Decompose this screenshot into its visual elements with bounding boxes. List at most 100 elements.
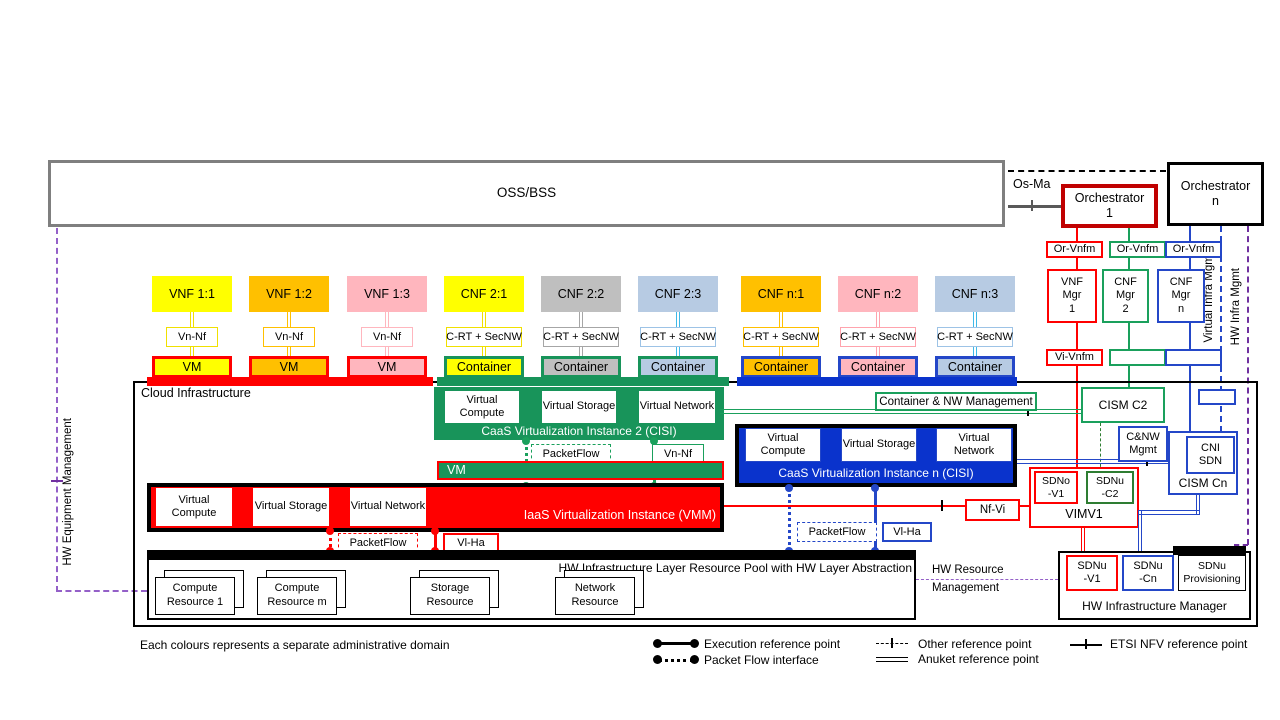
caas2-vnnf-top-dot [650,437,658,445]
iaas-packetflow-top-dot [326,527,334,535]
oss-bss-label: OSS/BSS [496,185,557,201]
iaas-vlha-line [434,531,437,553]
nf-vi-label: Nf-Vi [965,499,1020,521]
legend-execution-label: Execution reference point [704,637,841,651]
hw-abstraction-bar [147,550,916,559]
container-2-3-box: Container [638,356,718,378]
sdno-v1-box: SDNo-V1 [1034,471,1078,504]
container-n-1-box: Container [741,356,821,378]
other-ref-tick [891,638,893,648]
sdnu-provisioning-bar [1173,546,1246,555]
container-nw-mgmt-label: Container & NW Management [875,392,1037,411]
vi-vnfm-blue-empty-box [1165,349,1222,366]
vn-nf-label-3: Vn-Nf [361,327,413,347]
virtual-infra-empty-blue-box [1198,389,1236,405]
os-ma-line [1008,205,1061,208]
caas2-packetflow-top-dot [522,437,530,445]
caas2-virtual-network-box: Virtual Network [638,390,716,424]
hw-infra-mgmt-dashed-elbow [1234,544,1248,546]
hw-equipment-mgmt-label: HW Equipment Management [62,418,74,566]
compute-resource-m-box: Compute Resource m [257,577,337,615]
sdnu-v1-box: SDNu-V1 [1066,555,1118,591]
vn-nf-label-2: Vn-Nf [263,327,315,347]
caas2-label: CaaS Virtualization Instance 2 (CISI) [481,424,677,438]
anuket-blue-line [1017,459,1168,464]
hw-infra-mgmt-dashed-line [1247,226,1249,545]
container-2-2-box: Container [541,356,621,378]
iaas-vlha-top-dot [431,527,439,535]
iaas-virtual-compute-box: Virtual Compute [155,487,233,527]
iaas-label: IaaS Virtualization Instance (VMM) [523,508,716,522]
iaas-packetflow-line [329,531,332,553]
crt-secnw-label-6: C-RT + SecNW [937,327,1013,347]
iaas-vlha-label: Vl-Ha [443,533,499,553]
cnf-n-3-box: CNF n:3 [935,276,1015,312]
vi-vnfm-green-empty-box [1109,349,1166,366]
vm-platform-red-bar [147,377,433,386]
sdnu-c2-box: SDNu-C2 [1086,471,1134,504]
storage-resource-box: Storage Resource [410,577,490,615]
packet-flow-dot-left [653,655,662,664]
caasn-virtual-compute-box: Virtual Compute [745,428,821,462]
etsi-ref-tick [1085,639,1087,649]
admin-domain-caption: Each colours represents a separate admin… [140,638,450,652]
cnf-n-2-box: CNF n:2 [838,276,918,312]
os-ma-label: Os-Ma [1013,177,1051,191]
legend-other-label: Other reference point [918,637,1032,651]
orchestratorn-cism-blue-line [1189,226,1191,432]
caasn-label: CaaS Virtualization Instance n (CISI) [778,466,974,480]
network-resource-box: Network Resource [555,577,635,615]
cnf-n-1-box: CNF n:1 [741,276,821,312]
packet-flow-dot-right [690,655,699,664]
hw-pool-label: HW Infrastructure Layer Resource Pool wi… [558,561,912,575]
caasn-packetflow-line [788,487,791,553]
hw-infra-mgmt-label: HW Infra Mgmt [1230,268,1242,346]
nf-vi-tick [941,500,943,511]
or-vnfm-blue-box: Or-Vnfm [1165,241,1222,258]
vnf-1-2-box: VNF 1:2 [249,276,329,312]
nf-vi-red-line [724,505,1029,507]
crt-secnw-label-1: C-RT + SecNW [446,327,522,347]
iaas-virtual-network-box: Virtual Network [349,487,427,527]
virtual-infra-mgmt-dashed-line [1220,226,1222,432]
container-2-1-box: Container [444,356,524,378]
caasn-vlha-label: Vl-Ha [882,522,932,542]
hw-equipment-mgmt-dashed-line [56,228,58,592]
cism-c2-box: CISM C2 [1081,387,1165,423]
hw-resource-mgmt-dashed-line [916,579,1058,580]
hw-equipment-mgmt-tick [51,480,63,482]
cismcn-drop-blue-link-1 [1196,495,1200,514]
vm-3-box: VM [347,356,427,378]
execution-line-symbol [658,642,694,645]
caas2-virtual-storage-box: Virtual Storage [541,390,617,424]
crt-secnw-label-4: C-RT + SecNW [743,327,819,347]
container-n-2-box: Container [838,356,918,378]
legend-packet-flow-label: Packet Flow interface [704,653,819,667]
cnf-2-2-box: CNF 2:2 [541,276,621,312]
vi-vnfm-box: Vi-Vnfm [1046,349,1103,366]
crt-secnw-label-3: C-RT + SecNW [640,327,716,347]
caasn-vlha-line [874,487,877,553]
or-vnfm-red-box: Or-Vnfm [1046,241,1103,258]
hw-resource-mgmt-label-1: HW Resource [932,564,1004,576]
orchestrator1-vnfm-red-line [1076,228,1078,468]
packet-flow-line-symbol [658,659,694,662]
caas2-vnnf-label: Vn-Nf [652,444,704,464]
hw-equipment-mgmt-dashed-elbow [56,590,147,592]
legend-etsi-label: ETSI NFV reference point [1110,637,1248,651]
compute-resource-1-box: Compute Resource 1 [155,577,235,615]
or-vnfm-green-box: Or-Vnfm [1109,241,1166,258]
sdnu-cn-box: SDNu-Cn [1122,555,1174,591]
caasn-virtual-network-box: Virtual Network [936,428,1012,462]
vnf-1-3-box: VNF 1:3 [347,276,427,312]
vm-layer-bar: VM [437,461,724,480]
vimv1-sdnu-red-link [1081,528,1085,555]
legend-anuket-label: Anuket reference point [918,652,1039,666]
